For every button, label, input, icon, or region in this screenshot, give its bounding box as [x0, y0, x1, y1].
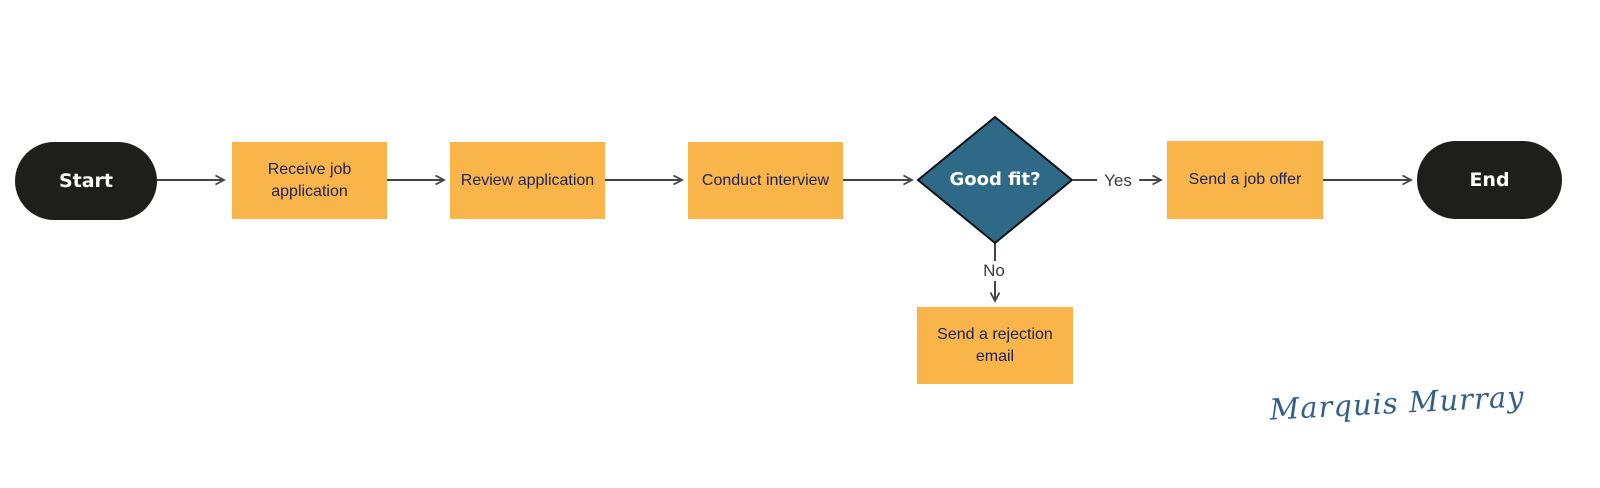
node-conduct-interview: Conduct interview: [688, 142, 843, 219]
node-send-rejection-email: Send a rejection email: [917, 307, 1073, 384]
decision-diamond-shape: [916, 115, 1074, 245]
node-send-job-offer: Send a job offer: [1167, 141, 1323, 219]
node-review-application: Review application: [450, 142, 605, 219]
edge-label-no: No: [976, 261, 1012, 281]
node-good-fit-decision: Good fit?: [949, 168, 1041, 190]
node-receive-job-application: Receive job application: [232, 142, 387, 219]
node-start: Start: [15, 142, 157, 220]
node-end: End: [1417, 141, 1562, 219]
edge-label-yes: Yes: [1097, 171, 1139, 191]
